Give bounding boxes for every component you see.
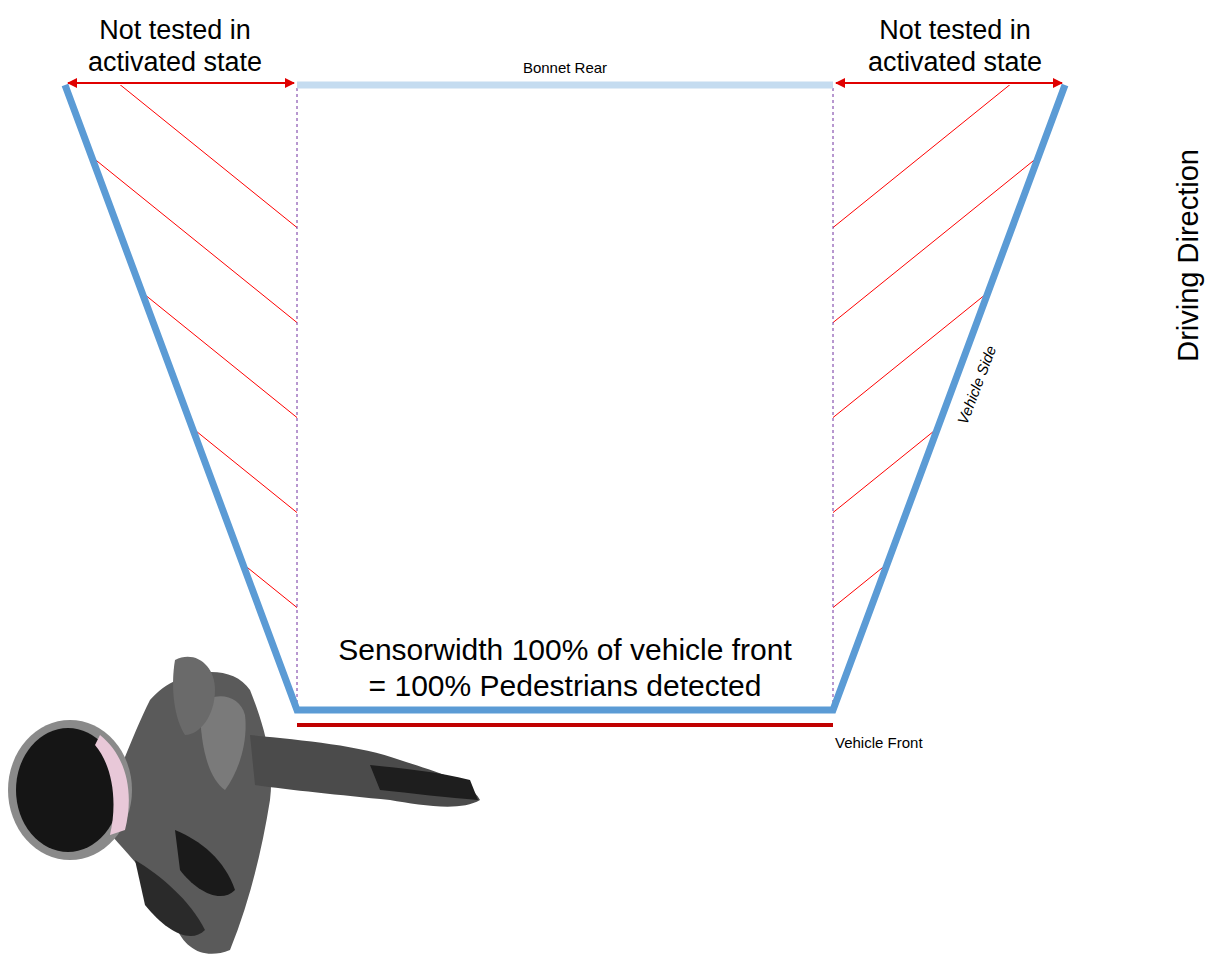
hatching — [40, 20, 300, 800]
hatch-line — [830, 210, 1090, 420]
vehicle-outline — [65, 85, 1065, 710]
hatch-line — [830, 400, 1090, 610]
hatch-line — [40, 495, 300, 705]
region-note: Not tested in activated state — [75, 14, 275, 79]
hatch-line — [40, 115, 300, 325]
part-name: Vehicle Front — [835, 734, 995, 752]
boundary-line — [297, 88, 298, 710]
sensor-line — [297, 723, 833, 727]
hatch-line — [830, 115, 1090, 325]
hatch-line — [830, 305, 1090, 515]
hatch-line — [40, 400, 300, 610]
region-note: Not tested in activated state — [855, 14, 1055, 79]
boundary-line — [833, 88, 834, 710]
hatch-line — [830, 495, 1090, 705]
direction-label: Driving Direction — [1171, 95, 1206, 415]
hatch-line — [40, 210, 300, 420]
hatch-line — [40, 305, 300, 515]
dimension-arrow — [68, 82, 294, 84]
part-name: Bonnet Rear — [465, 59, 665, 77]
hatching — [830, 20, 1090, 800]
dimension-arrow — [836, 82, 1062, 84]
sensor-note: Sensorwidth 100% of vehicle front = 100%… — [332, 632, 798, 704]
bonnet-rear-line — [297, 82, 833, 89]
